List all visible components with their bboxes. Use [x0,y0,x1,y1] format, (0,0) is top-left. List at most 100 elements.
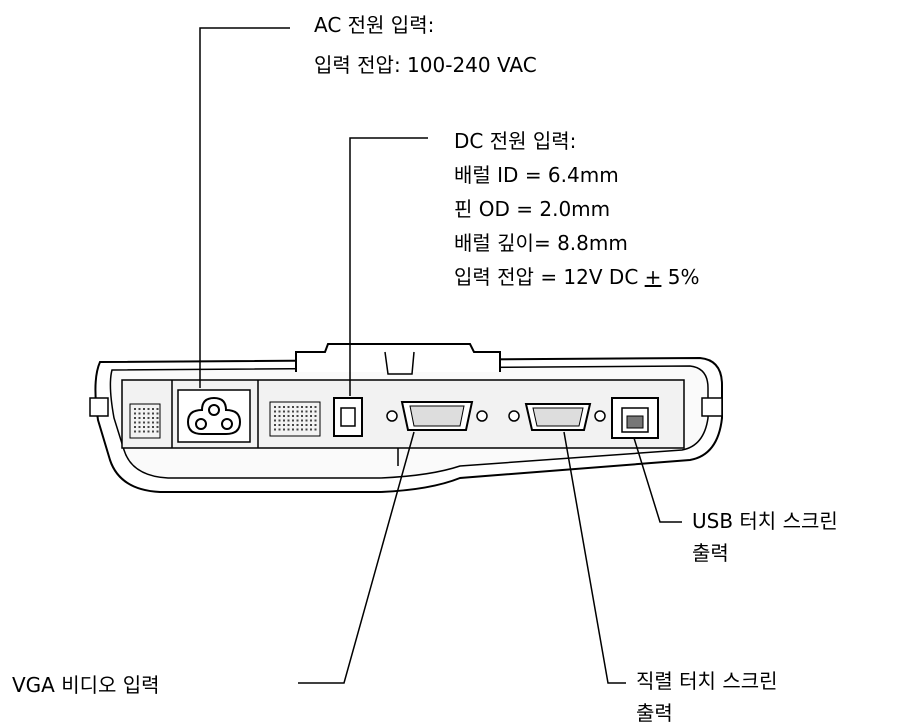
vent-hole [305,428,308,431]
vent-hole [134,417,136,419]
dc-voltage-plusminus: + [644,265,662,289]
vent-hole [278,406,281,408]
usb-touch-line2: 출력 [692,541,729,565]
ac-power-title: AC 전원 입력: [314,13,435,37]
vent-hole [152,417,154,419]
vent-hole [310,415,312,417]
vent-hole [292,424,294,426]
vent-hole [301,428,303,431]
vent-hole [283,410,285,413]
vent-hole [147,417,150,419]
vent-hole [296,424,299,426]
vent-hole [283,428,285,431]
vent-hole [143,430,145,433]
vent-hole [156,408,159,410]
vent-hole [143,412,145,415]
vent-hole [287,410,290,413]
vent-hole [314,424,317,426]
dc-voltage-suffix: 5% [661,265,700,289]
vent-hole [152,408,154,410]
vga-video-callout: VGA 비디오 입력 [12,670,160,700]
vent-hole [314,428,317,431]
ac-power-voltage: 입력 전압: 100-240 VAC [314,53,537,77]
vent-hole [138,421,141,424]
vent-hole [301,415,303,417]
vent-hole [301,410,303,413]
vent-hole [287,419,290,422]
vent-hole [274,415,276,417]
vent-hole [274,406,276,408]
vent-hole [305,415,308,417]
serial-touch-callout: 직렬 터치 스크린 출력 [636,666,778,726]
ac-power-socket [177,389,251,443]
vent-hole [310,419,312,422]
vent-hole [305,419,308,422]
leader-usb-touch [633,437,682,523]
vent-hole [287,428,290,431]
serial-touch-line2: 출력 [636,701,673,725]
vent-hole [152,430,154,433]
vent-hole [156,421,159,424]
serial-touch-line1: 직렬 터치 스크린 [636,669,778,693]
vent-hole [138,412,141,415]
leader-lines [199,27,682,684]
vent-hole [147,430,150,433]
dc-power-jack [333,397,363,437]
vent-hole [301,406,303,408]
usb-touch-line1: USB 터치 스크린 [692,509,838,533]
serial-connector [508,403,606,431]
vent-hole [305,410,308,413]
vent-hole [310,428,312,431]
vent-hole [287,424,290,426]
vent-hole [134,421,136,424]
vent-hole [301,419,303,422]
dc-pin-od: 핀 OD = 2.0mm [454,197,611,221]
vent-hole [292,415,294,417]
vent-hole [134,412,136,415]
vent-hole [314,410,317,413]
vga-connector [386,401,488,431]
vent-hole [283,406,285,408]
vent-hole [292,406,294,408]
vent-hole [138,408,141,410]
vent-hole [143,421,145,424]
leader-vga-video [298,431,415,684]
vent-hole [156,430,159,433]
vent-hole [274,419,276,422]
usb-touch-callout: USB 터치 스크린 출력 [692,506,838,568]
handle-latch [384,351,415,375]
leader-ac-power [199,27,290,388]
vent-hole [134,430,136,433]
vent-hole [274,424,276,426]
vent-hole [292,419,294,422]
vent-hole [283,419,285,422]
vent-hole [292,410,294,413]
vent-hole [152,421,154,424]
vent-hole [314,406,317,408]
vent-hole [138,426,141,428]
vent-hole [296,406,299,408]
vent-hole [143,417,145,419]
ac-power-callout: AC 전원 입력: 입력 전압: 100-240 VAC [314,10,537,80]
vent-hole [147,426,150,428]
vent-hole [152,412,154,415]
vent-hole [274,410,276,413]
right-side-tab [701,397,723,417]
dc-power-callout: DC 전원 입력: 배럴 ID = 6.4mm 핀 OD = 2.0mm 배럴 … [454,126,700,292]
vent-hole [143,408,145,410]
vent-hole [305,424,308,426]
vent-hole [138,417,141,419]
left-side-tab [89,397,109,417]
dc-barrel-id: 배럴 ID = 6.4mm [454,163,619,187]
vent-hole [287,415,290,417]
dc-voltage-prefix: 입력 전압 = 12V DC [454,265,645,289]
vent-hole [147,408,150,410]
vent-hole [134,408,136,410]
vent-hole [274,428,276,431]
vent-hole [305,406,308,408]
vent-hole [296,419,299,422]
vent-hole [152,426,154,428]
vent-hole [143,426,145,428]
vent-hole [134,426,136,428]
